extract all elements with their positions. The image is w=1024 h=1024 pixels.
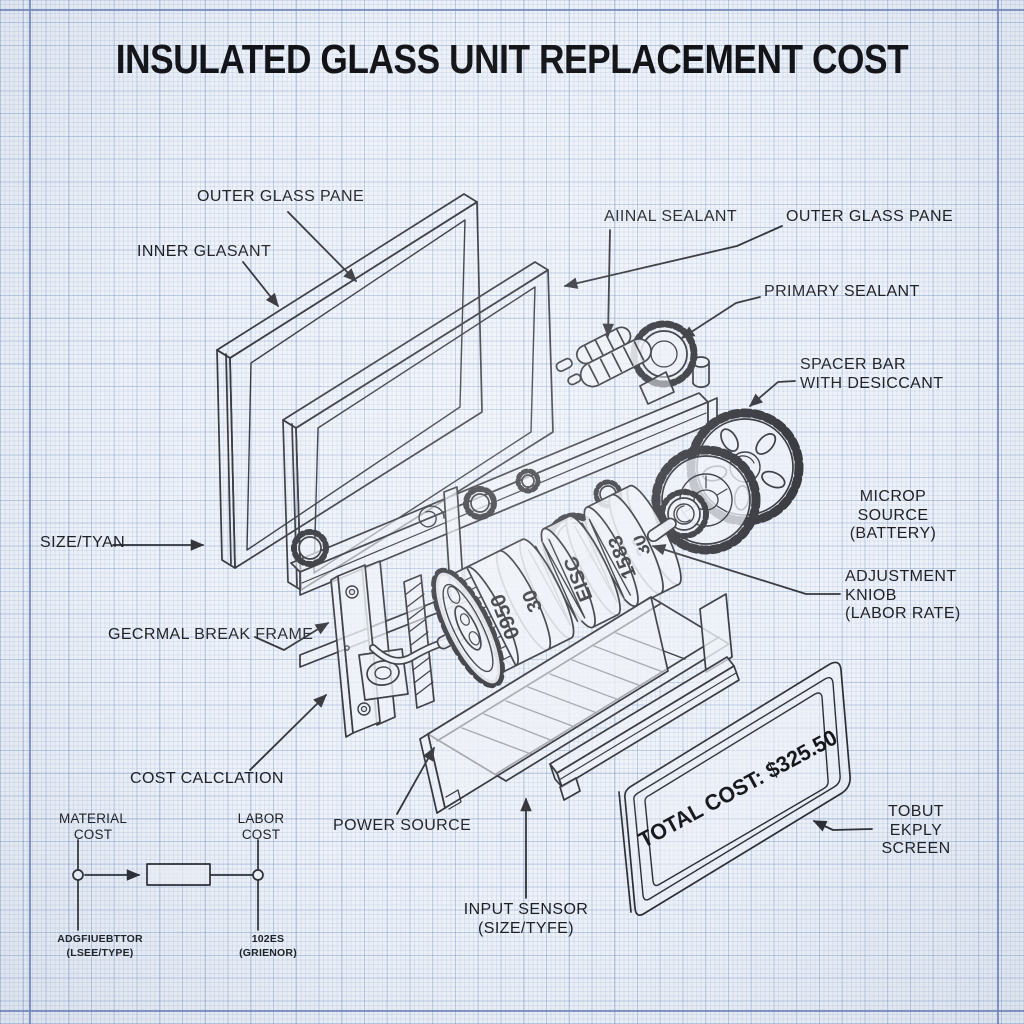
label-outer-glass-pane-right: OUTER GLASS PANE: [786, 208, 954, 225]
label-spacer-bar: SPACER BAR WITH DESICCANT: [800, 356, 944, 392]
channel-bar-shape: [549, 656, 740, 801]
flow-node: [252, 869, 264, 881]
inner-glass-pane-shape: [216, 193, 483, 569]
hatch-strip-shape: [403, 574, 435, 709]
label-output-display-screen: TOBUT EKPLY SCREEN: [881, 803, 951, 858]
label-inner-glasant: INNER GLASANT: [137, 243, 272, 260]
sealant-strip-shape: [555, 326, 652, 388]
paper-edge-line-right: [997, 0, 999, 1024]
sprocket-icon: [431, 567, 505, 689]
label-labor-rate-small: 102ES (GRIENOR): [239, 933, 297, 959]
flow-process-box: [146, 863, 211, 886]
counter-drum-shape: 30 1583 EISC 30: [431, 484, 682, 689]
label-microp-source: MICROP SOURCE (BATTERY): [849, 488, 937, 543]
leader-primary-sealant: [680, 296, 761, 339]
paper-edge-line-bottom: [0, 1010, 1024, 1012]
leader-cost-calclation: [249, 693, 328, 771]
label-gecrmal-break-frame: GECRMAL BREAK FRAME: [108, 626, 314, 643]
input-tray-shape: [419, 593, 733, 814]
label-material-input-small: ADGFIUEBTTOR (LSEE/TYPE): [57, 933, 143, 959]
label-size-tyan: SIZE/TYAN: [40, 534, 126, 551]
leader-gecrmal-break-frame: [254, 622, 330, 651]
paper-edge-line-left: [29, 0, 31, 1024]
cost-flow-diagram: [72, 839, 264, 931]
leader-output-screen: [812, 820, 873, 832]
leader-lines: [112, 211, 873, 899]
leader-inner-glasant: [242, 261, 279, 308]
paper-edge-line-top: [0, 9, 1024, 11]
label-power-source: POWER SOURCE: [333, 817, 472, 834]
label-cost-calclation: COST CALCLATION: [130, 770, 284, 787]
label-outer-glass-pane-left: OUTER GLASS PANE: [197, 188, 365, 205]
leader-power-source: [396, 746, 435, 815]
leader-spacer-bar: [748, 380, 796, 407]
leader-outer-glass-pane-left: [287, 211, 358, 283]
label-primary-sealant: PRIMARY SEALANT: [764, 283, 920, 300]
label-adjustment-knob: ADJUSTMENT KNIOB (LABOR RATE): [845, 568, 961, 623]
page-title: INSULATED GLASS UNIT REPLACEMENT COST: [115, 36, 909, 82]
output-display-screen-shape: [618, 661, 851, 916]
label-labor-cost: LABOR COST: [237, 811, 285, 842]
flow-node: [72, 869, 84, 881]
leader-aiinal-sealant: [602, 229, 614, 338]
leader-outer-glass-pane-right: [563, 225, 783, 289]
sealant-bracket-shape: [639, 371, 675, 405]
label-aiinal-sealant: AIINAL SEALANT: [604, 208, 738, 225]
label-input-sensor: INPUT SENSOR (SIZE/TYFE): [463, 901, 589, 937]
leader-adjustment-knob: [651, 544, 841, 595]
axle-rod-shape: [646, 517, 677, 543]
label-material-cost: MATERIAL COST: [58, 811, 128, 842]
spur-gear-icon: [651, 445, 761, 555]
